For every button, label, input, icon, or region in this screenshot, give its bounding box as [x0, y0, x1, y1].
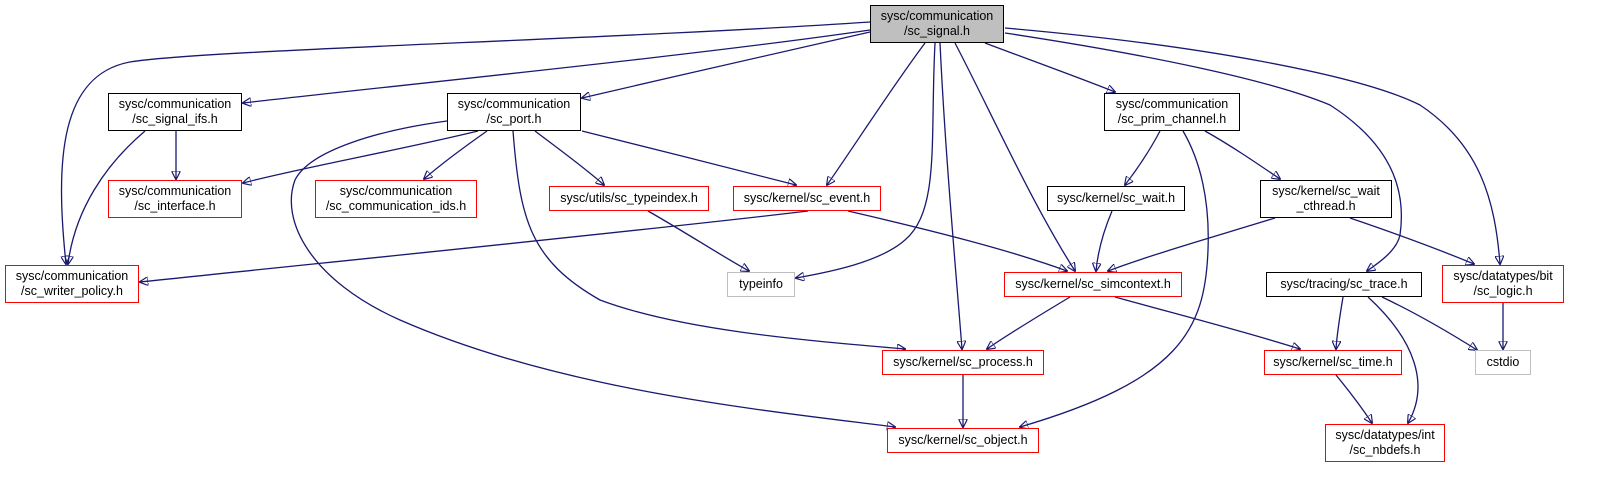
edge-root-to-typeinfo — [796, 42, 936, 278]
node-label-line: /sc_nbdefs.h — [1349, 443, 1421, 457]
node-sc-event-h[interactable]: sysc/kernel/sc_event.h — [733, 186, 881, 211]
node-sc-interface-h[interactable]: sysc/communication /sc_interface.h — [108, 180, 242, 218]
node-label-line: sysc/communication — [880, 9, 994, 23]
node-sc-trace-h[interactable]: sysc/tracing/sc_trace.h — [1266, 272, 1422, 297]
node-label-line: sysc/kernel/sc_object.h — [898, 433, 1028, 447]
edge-root-to-event — [827, 42, 926, 185]
edge-simcontext-to-time — [1114, 296, 1300, 349]
node-label-line: /sc_writer_policy.h — [21, 284, 123, 298]
node-typeinfo[interactable]: typeinfo — [727, 272, 795, 297]
node-sc-object-h[interactable]: sysc/kernel/sc_object.h — [887, 428, 1039, 453]
node-label-line: sysc/communication — [457, 97, 571, 111]
node-sc-time-h[interactable]: sysc/kernel/sc_time.h — [1264, 350, 1402, 375]
node-sc-simcontext-h[interactable]: sysc/kernel/sc_simcontext.h — [1004, 272, 1182, 297]
node-label-line: sysc/kernel/sc_wait — [1272, 184, 1380, 198]
node-cstdio[interactable]: cstdio — [1475, 350, 1531, 375]
edge-port-to-process — [512, 130, 905, 349]
edge-event-to-simcontext — [847, 210, 1067, 271]
node-sc-typeindex-h[interactable]: sysc/utils/sc_typeindex.h — [549, 186, 709, 211]
node-label-line: /sc_port.h — [486, 112, 542, 126]
node-label-line: typeinfo — [739, 277, 783, 291]
node-sc-prim-channel-h[interactable]: sysc/communication /sc_prim_channel.h — [1104, 93, 1240, 131]
node-label-line: _cthread.h — [1296, 199, 1356, 213]
edge-trace-to-time — [1336, 296, 1344, 349]
edge-trace-to-nbdefs — [1367, 296, 1419, 423]
edge-port-to-comm_ids — [424, 130, 488, 179]
node-sc-signal-h[interactable]: sysc/communication /sc_signal.h — [870, 5, 1004, 43]
edge-root-to-prim_channel — [984, 42, 1115, 92]
edge-port-to-event — [581, 130, 796, 185]
edge-event-to-writer_policy — [140, 210, 809, 282]
node-sc-writer-policy-h[interactable]: sysc/communication /sc_writer_policy.h — [5, 265, 139, 303]
node-label-line: sysc/communication — [15, 269, 129, 283]
node-sc-signal-ifs-h[interactable]: sysc/communication /sc_signal_ifs.h — [108, 93, 242, 131]
node-label-line: sysc/utils/sc_typeindex.h — [560, 191, 698, 205]
edge-wait-to-simcontext — [1096, 210, 1113, 271]
node-sc-wait-h[interactable]: sysc/kernel/sc_wait.h — [1047, 186, 1185, 211]
node-sc-process-h[interactable]: sysc/kernel/sc_process.h — [882, 350, 1044, 375]
node-label-line: /sc_interface.h — [134, 199, 216, 213]
edge-root-to-writer_policy — [62, 21, 871, 264]
edge-root-to-trace — [1004, 32, 1403, 271]
node-label-line: sysc/communication — [118, 184, 232, 198]
node-label-line: sysc/communication — [118, 97, 232, 111]
edge-signal_ifs-to-writer_policy — [68, 130, 146, 264]
node-sc-communication-ids-h[interactable]: sysc/communication /sc_communication_ids… — [315, 180, 477, 218]
node-label-line: sysc/kernel/sc_process.h — [893, 355, 1033, 369]
node-label-line: sysc/datatypes/bit — [1453, 269, 1553, 283]
node-label-line: sysc/datatypes/int — [1335, 428, 1435, 442]
edge-port-to-interface — [243, 130, 479, 183]
node-label-line: sysc/kernel/sc_event.h — [743, 191, 871, 205]
node-label-line: /sc_signal_ifs.h — [132, 112, 218, 126]
edge-prim_channel-to-wait — [1125, 130, 1161, 185]
edge-wait_cthread-to-simcontext — [1108, 217, 1276, 271]
edge-port-to-object — [290, 120, 895, 427]
node-label-line: sysc/kernel/sc_time.h — [1273, 355, 1393, 369]
edge-root-to-port — [582, 31, 871, 98]
edge-root-to-process — [939, 42, 962, 349]
edge-typeindex-to-typeinfo — [647, 210, 749, 271]
node-label-line: /sc_logic.h — [1473, 284, 1533, 298]
edge-time-to-nbdefs — [1335, 374, 1372, 423]
node-label-line: cstdio — [1486, 355, 1520, 369]
edge-port-to-typeindex — [534, 130, 604, 185]
edge-prim_channel-to-object — [1020, 130, 1209, 427]
edge-prim_channel-to-wait_cthread — [1204, 130, 1280, 179]
node-sc-wait-cthread-h[interactable]: sysc/kernel/sc_wait _cthread.h — [1260, 180, 1392, 218]
node-sc-logic-h[interactable]: sysc/datatypes/bit /sc_logic.h — [1442, 265, 1564, 303]
node-label-line: sysc/kernel/sc_wait.h — [1056, 191, 1176, 205]
edge-root-to-simcontext — [954, 42, 1075, 271]
node-label-line: sysc/tracing/sc_trace.h — [1280, 277, 1408, 291]
node-label-line: /sc_signal.h — [903, 24, 970, 38]
node-label-line: /sc_communication_ids.h — [325, 199, 467, 213]
node-label-line: sysc/communication — [339, 184, 453, 198]
node-label-line: sysc/communication — [1115, 97, 1229, 111]
node-sc-port-h[interactable]: sysc/communication /sc_port.h — [447, 93, 581, 131]
node-label-line: sysc/kernel/sc_simcontext.h — [1015, 277, 1171, 291]
node-sc-nbdefs-h[interactable]: sysc/datatypes/int /sc_nbdefs.h — [1325, 424, 1445, 462]
edge-simcontext-to-process — [987, 296, 1071, 349]
edge-trace-to-cstdio — [1381, 296, 1477, 350]
edge-wait_cthread-to-logic — [1349, 217, 1474, 264]
edge-root-to-logic — [1004, 27, 1500, 264]
edge-root-to-signal_ifs — [243, 29, 871, 103]
node-label-line: /sc_prim_channel.h — [1117, 112, 1227, 126]
